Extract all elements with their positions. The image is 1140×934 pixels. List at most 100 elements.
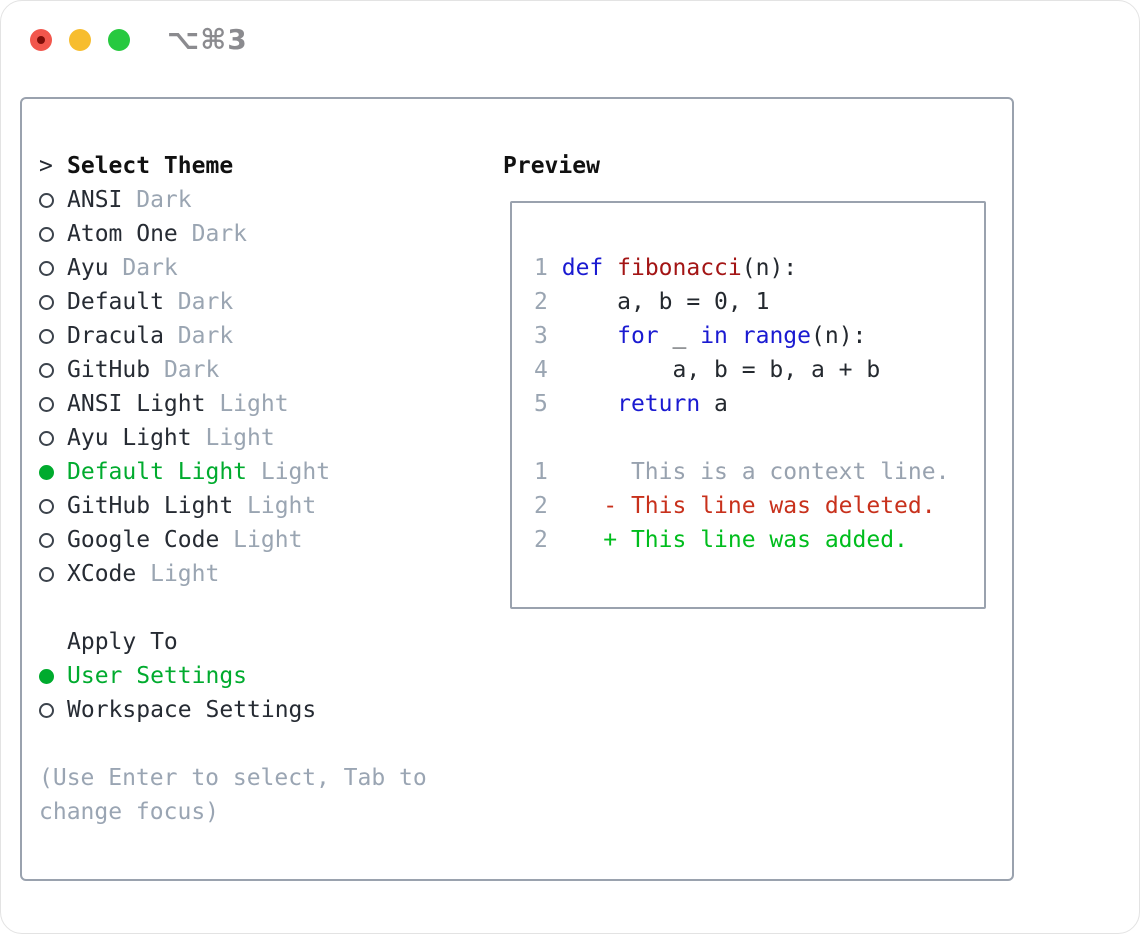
option-variant-label: Light (136, 561, 220, 587)
code-segment: for (617, 323, 659, 349)
theme-option[interactable]: Default Dark (39, 285, 469, 319)
theme-option[interactable]: Default Light Light (39, 455, 469, 489)
code-line: 2 + This line was added. (534, 523, 984, 557)
code-segment (562, 323, 617, 349)
radio-icon (39, 294, 54, 310)
keyboard-hint: (Use Enter to select, Tab to change focu… (39, 765, 427, 825)
code-segment: (n): (811, 323, 867, 349)
line-number: 1 (534, 459, 548, 485)
theme-option[interactable]: ANSI Dark (39, 183, 469, 217)
radio-icon (39, 362, 54, 378)
preview-title: Preview (503, 153, 600, 179)
option-variant-label: Dark (163, 289, 234, 315)
code-segment: range (741, 323, 812, 349)
option-label: Default (67, 289, 164, 315)
radio-icon (39, 260, 54, 276)
code-line: 2 a, b = 0, 1 (534, 285, 984, 319)
theme-option[interactable]: GitHub Light Light (39, 489, 469, 523)
radio-icon (39, 396, 54, 412)
zoom-button[interactable] (108, 29, 130, 51)
line-number: 3 (534, 323, 548, 349)
option-variant-label: Light (247, 459, 331, 485)
radio-icon (39, 328, 54, 344)
option-variant-label: Light (233, 493, 317, 519)
apply-to-option[interactable]: User Settings (39, 659, 469, 693)
code-line: 2 - This line was deleted. (534, 489, 984, 523)
line-number: 5 (534, 391, 548, 417)
select-theme-title: Select Theme (67, 153, 234, 179)
theme-option[interactable]: GitHub Dark (39, 353, 469, 387)
theme-option[interactable]: XCode Light (39, 557, 469, 591)
radio-icon (39, 702, 54, 718)
code-line: 4 a, b = b, a + b (534, 353, 984, 387)
minimize-button[interactable] (69, 29, 91, 51)
option-label: User Settings (67, 663, 248, 689)
code-line: 1 def fibonacci(n): (534, 251, 984, 285)
line-number: 2 (534, 527, 548, 553)
theme-option[interactable]: ANSI Light Light (39, 387, 469, 421)
option-label: Google Code (67, 527, 220, 553)
option-variant-label: Dark (122, 187, 192, 213)
option-variant-label: Dark (150, 357, 220, 383)
code-segment: - This line was deleted. (561, 493, 936, 519)
apply-to-title: Apply To (67, 629, 178, 655)
line-number: 4 (534, 357, 548, 383)
line-number: 2 (534, 493, 548, 519)
theme-option[interactable]: Google Code Light (39, 523, 469, 557)
option-label: Atom One (67, 221, 178, 247)
code-segment: a, b = 0, 1 (561, 289, 770, 315)
radio-selected-icon (39, 668, 54, 684)
option-label: Workspace Settings (67, 697, 317, 723)
code-segment: def (561, 255, 604, 281)
theme-option[interactable]: Atom One Dark (39, 217, 469, 251)
apply-to-header-row: Apply To (39, 625, 469, 659)
code-segment (603, 255, 617, 281)
code-segment: This is a context line. (561, 459, 950, 485)
apply-to-option[interactable]: Workspace Settings (39, 693, 469, 727)
theme-option[interactable]: Ayu Light Light (39, 421, 469, 455)
code-segment (562, 391, 617, 417)
select-theme-header-row: > Select Theme (39, 149, 469, 183)
code-segment: + This line was added. (561, 527, 908, 553)
option-variant-label: Light (205, 391, 289, 417)
option-label: GitHub (67, 357, 151, 383)
titlebar: ⌥⌘3 (1, 1, 1139, 79)
code-segment: a (700, 391, 728, 417)
code-line: 1 This is a context line. (534, 455, 984, 489)
option-label: GitHub Light (67, 493, 234, 519)
radio-icon (39, 532, 54, 548)
option-label: Ayu Light (67, 425, 192, 451)
option-label: Default Light (67, 459, 248, 485)
cursor-prompt-icon: > (39, 153, 53, 179)
close-button[interactable] (30, 29, 52, 51)
option-label: ANSI (67, 187, 123, 213)
radio-icon (39, 566, 54, 582)
window-title: ⌥⌘3 (167, 23, 248, 56)
option-label: Dracula (67, 323, 164, 349)
option-label: Ayu (67, 255, 109, 281)
code-segment: in (700, 323, 728, 349)
radio-icon (39, 430, 54, 446)
option-variant-label: Dark (163, 323, 234, 349)
radio-icon (39, 192, 54, 208)
line-number: 2 (534, 289, 548, 315)
theme-option[interactable]: Dracula Dark (39, 319, 469, 353)
code-segment: _ (658, 323, 701, 349)
option-variant-label: Dark (177, 221, 248, 247)
radio-icon (39, 498, 54, 514)
code-segment: fibonacci (617, 255, 742, 281)
spacer (39, 591, 469, 625)
code-line: 3 for _ in range(n): (534, 319, 984, 353)
code-segment: a, b = b, a + b (561, 357, 881, 383)
code-line (534, 421, 984, 455)
option-variant-label: Dark (108, 255, 178, 281)
theme-option[interactable]: Ayu Dark (39, 251, 469, 285)
code-segment: (n): (741, 255, 798, 281)
